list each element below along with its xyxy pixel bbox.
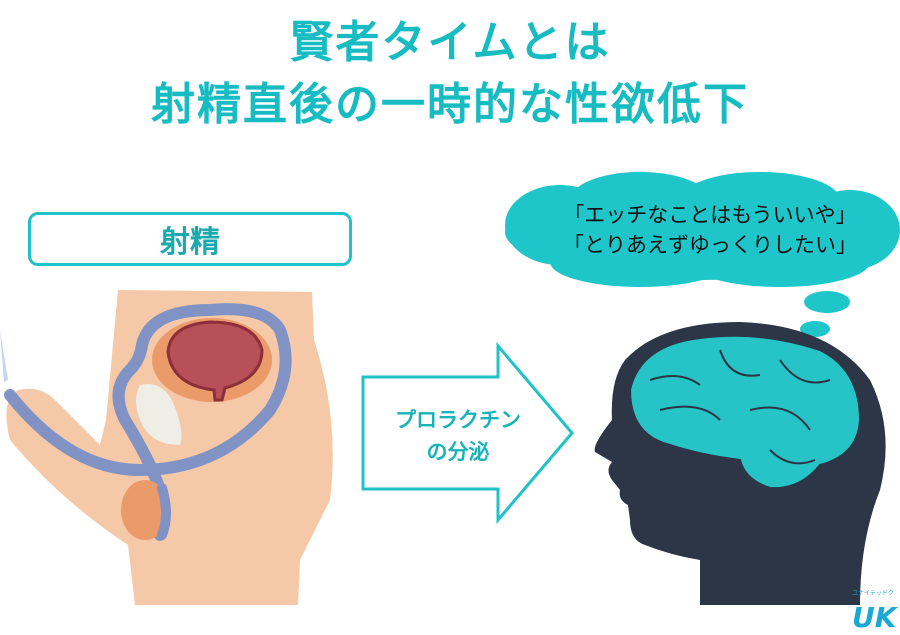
- anatomy-illustration: [0, 290, 333, 605]
- prolactin-label: プロラクチン の分泌: [368, 404, 548, 468]
- thought-text: 「エッチなことはもういいや」 「とりあえずゆっくりしたい」: [530, 200, 890, 260]
- title-line-2: 射精直後の一時的な性欲低下: [151, 79, 749, 130]
- ejaculation-label: 射精: [160, 225, 220, 260]
- brain-icon: [628, 334, 862, 490]
- thought-line-1: 「エッチなことはもういいや」: [563, 203, 857, 227]
- arrow-right-shape: [361, 341, 574, 525]
- logo-small-text: ユナイテッドク: [852, 590, 894, 597]
- title-line-1: 賢者タイムとは: [289, 17, 611, 68]
- logo-big-text: UK: [852, 601, 897, 634]
- prolactin-line-2: の分泌: [426, 440, 490, 464]
- ejaculation-label-box: 射精: [28, 212, 352, 266]
- brand-logo: ユナイテッドク UK: [852, 590, 900, 634]
- prolactin-line-1: プロラクチン: [395, 408, 521, 432]
- thought-bubble-cloud: [505, 172, 900, 337]
- thought-line-2: 「とりあえずゆっくりしたい」: [563, 233, 857, 257]
